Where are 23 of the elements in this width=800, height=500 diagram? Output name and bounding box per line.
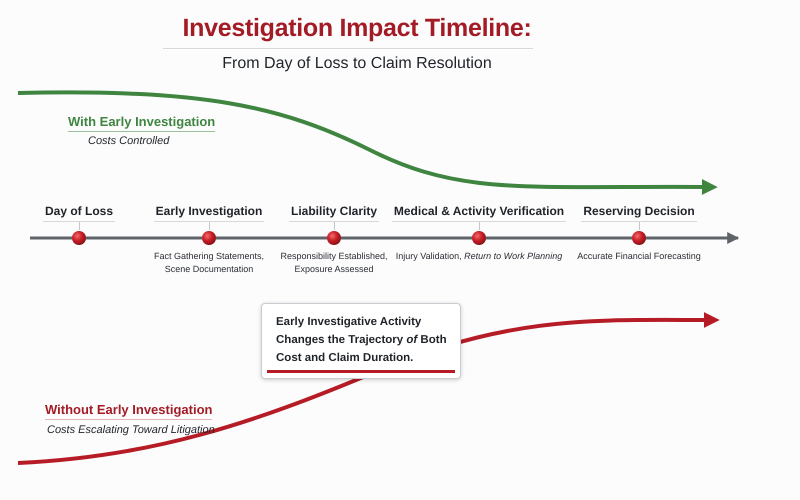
milestone-title: Liability Clarity [288, 204, 380, 222]
timeline-line [30, 236, 72, 240]
curve-sublabel: Costs Controlled [88, 135, 170, 147]
milestone-title: Early Investigation [154, 204, 264, 222]
milestone-description: Accurate Financial Forecasting [577, 250, 701, 263]
milestone-description: Fact Gathering Statements, Scene Documentation [152, 250, 266, 276]
subtitle: From Day of Loss to Claim Resolution [221, 55, 493, 73]
callout-box [261, 303, 461, 379]
curve-label: With Early Investigation [68, 114, 216, 132]
timeline-line [486, 236, 632, 240]
milestone-title: Day of Loss [43, 204, 116, 222]
milestone-title: Reserving Decision [581, 204, 697, 222]
timeline-line [86, 236, 202, 240]
milestone-description: Responsibility Established, Exposure Assessed [279, 250, 389, 276]
curve-sublabel: Costs Escalating Toward Litigation [47, 424, 215, 436]
callout-text: Early Investigative Activity Changes the Trajectory of Both Cost and Claim Duration. [276, 315, 448, 366]
timeline-line [341, 236, 472, 240]
timeline-arrow [646, 232, 740, 244]
timeline-line [216, 236, 327, 240]
milestone-title: Medical & Activity Verification [392, 204, 566, 222]
curve-label: Without Early Investigation [45, 402, 212, 420]
milestone-description: Injury Validation, Return to Work Planning [396, 250, 562, 263]
title: Investigation Impact Timeline: [182, 14, 532, 43]
